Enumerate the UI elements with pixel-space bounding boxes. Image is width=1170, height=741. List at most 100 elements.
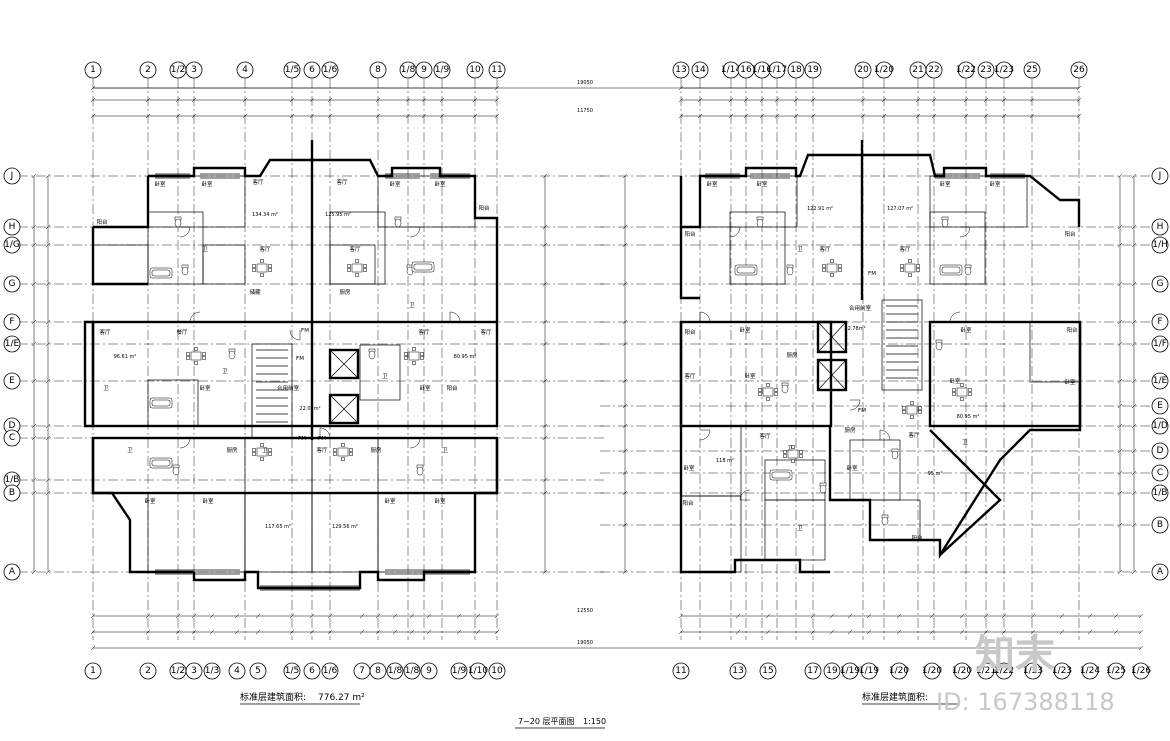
room-label: 卧室 xyxy=(434,497,446,505)
chair xyxy=(900,264,904,268)
dimension-tick xyxy=(743,97,749,103)
toilet xyxy=(786,264,794,276)
dimension-tick xyxy=(359,629,365,635)
dimension-tick xyxy=(191,97,197,103)
axis-bubble-label: 1/26 xyxy=(1131,666,1151,676)
axis-bubble: A xyxy=(3,563,21,581)
room-label: 客厅 xyxy=(336,178,348,186)
dimension-tick xyxy=(542,423,548,429)
axis-bubble-circle xyxy=(1023,61,1041,79)
axis-bubble: A xyxy=(1151,563,1169,581)
room-label: 储藏 xyxy=(249,288,261,296)
toilet-bowl xyxy=(394,218,402,228)
chair xyxy=(822,268,826,272)
left-kitchen xyxy=(329,244,376,285)
dimension-tick xyxy=(810,629,816,635)
axis-bubble-circle xyxy=(303,61,321,79)
left-middle-block xyxy=(91,320,499,428)
door-swing xyxy=(189,311,201,323)
dimension-tick xyxy=(1076,113,1082,119)
axis-bubble-circle xyxy=(759,662,777,680)
axis-bubble-label: 1/20 xyxy=(922,666,942,676)
room-label: FM xyxy=(296,356,304,362)
room-label: 客厅 xyxy=(480,328,492,336)
dimension-tick xyxy=(881,113,887,119)
dimension-tick xyxy=(45,477,51,483)
axis-bubble-circle xyxy=(977,662,995,680)
toilet-bowl xyxy=(964,266,972,276)
axis-bubble-circle xyxy=(369,662,387,680)
axis-bubble-circle xyxy=(768,61,786,79)
chair xyxy=(412,361,416,365)
axis-bubble: 17 xyxy=(804,662,822,680)
dimension-tick xyxy=(475,613,481,619)
dimension-tick xyxy=(1131,224,1137,230)
dimension-tick xyxy=(31,435,37,441)
bathtub-inner xyxy=(151,269,171,277)
chair xyxy=(260,443,264,447)
room-label: FM xyxy=(858,408,866,414)
axis-bubble-circle xyxy=(369,61,387,79)
dining-table xyxy=(902,401,922,419)
dimension-tick xyxy=(31,569,37,575)
room-label: 卧室 xyxy=(202,497,214,505)
axis-bubble: 3 xyxy=(185,662,203,680)
axis-bubble: 1/24 xyxy=(1080,662,1100,680)
axis-bubble: 1/H xyxy=(1151,236,1169,254)
axis-bubble-label: 25 xyxy=(1026,65,1037,75)
dimension-tick xyxy=(456,613,462,619)
axis-bubble-label: 1/8 xyxy=(388,666,403,676)
toilet-bowl xyxy=(881,516,889,526)
axis-bubble-label: 1/23 xyxy=(1052,666,1072,676)
room-label: 厨房 xyxy=(786,351,798,359)
axis-bubble: 1/9 xyxy=(450,662,468,680)
room-label: 卧室 xyxy=(1064,378,1076,386)
dimension-tick xyxy=(405,97,411,103)
axis-bubble-circle xyxy=(249,662,267,680)
dimension-tick xyxy=(45,423,51,429)
dining-table xyxy=(900,259,920,277)
axis-bubble-label: 21 xyxy=(912,65,923,75)
dimension-tick xyxy=(31,173,37,179)
dimension-tick xyxy=(359,613,365,619)
axis-bubble-label: 19 xyxy=(807,65,819,75)
axis-bubble-label: 1/8 xyxy=(405,666,420,676)
dimension-tick xyxy=(743,113,749,119)
dimension-tick xyxy=(31,281,37,287)
dimension-tick xyxy=(421,113,427,119)
axis-bubble-label: 3 xyxy=(191,666,197,676)
axis-bubble-label: 1/6 xyxy=(323,65,338,75)
building-walls xyxy=(83,140,1082,591)
dimension-tick xyxy=(45,435,51,441)
dimension-tick xyxy=(494,613,500,619)
axis-bubble: 1/20 xyxy=(889,662,909,680)
dimension-tick xyxy=(963,97,969,103)
axis-bubble-label: 9 xyxy=(426,666,432,676)
dimension-tick xyxy=(405,113,411,119)
axis-bubble-circle xyxy=(890,662,908,680)
left-bedroom-ne xyxy=(377,175,476,228)
axis-bubble: 19 xyxy=(823,662,841,680)
axis-bubble: 1/G xyxy=(3,236,21,254)
axis-bubble-circle xyxy=(488,662,506,680)
room-label: 80.95 m² xyxy=(957,414,980,420)
axis-bubble-circle xyxy=(1151,372,1169,390)
dimension-tick xyxy=(542,341,548,347)
dimension-tick xyxy=(810,113,816,119)
axis-bubble-circle xyxy=(1132,662,1150,680)
room-label: 阳台 xyxy=(1064,230,1076,238)
toilet xyxy=(174,216,182,228)
chair xyxy=(774,388,778,392)
right-bath-s xyxy=(764,499,826,561)
dimension-tick xyxy=(983,613,989,619)
toilet xyxy=(394,216,402,228)
chair xyxy=(968,392,972,396)
dimension-tick xyxy=(765,629,771,635)
right-bath-3 xyxy=(869,499,921,541)
axis-bubble-circle xyxy=(321,662,339,680)
dimension-tick xyxy=(678,113,684,119)
right-north-wall xyxy=(679,153,1081,229)
table-top xyxy=(956,387,968,397)
chair xyxy=(910,401,914,405)
